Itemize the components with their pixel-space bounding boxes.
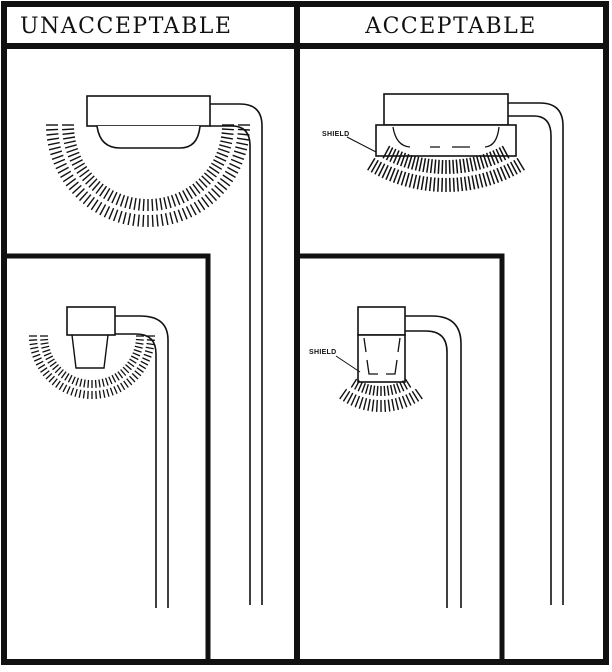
unacceptable-small-fixture <box>29 307 168 608</box>
pole-inner <box>210 126 250 605</box>
acceptable-heading: ACCEPTABLE <box>300 10 602 44</box>
pole-outer <box>508 103 563 605</box>
pole-inner <box>508 116 551 605</box>
lamp-housing <box>358 307 405 335</box>
exposed-lamp-dome <box>97 126 200 148</box>
lamp-housing <box>67 307 115 335</box>
lamp-housing <box>87 96 210 126</box>
exposed-lamp <box>72 335 108 368</box>
lamp-housing <box>384 94 508 125</box>
shield-leader-line <box>347 137 376 152</box>
shield-leader-line <box>336 356 360 372</box>
acceptable-small-fixture <box>336 307 461 608</box>
unacceptable-large-fixture <box>46 96 262 605</box>
unacceptable-heading: UNACCEPTABLE <box>20 10 290 44</box>
pole-outer <box>405 316 461 608</box>
light-rays-downward <box>340 379 423 412</box>
shield-label-small: SHIELD <box>309 349 336 356</box>
pole-outer <box>210 104 262 605</box>
pole-outer <box>115 316 168 608</box>
pole-inner <box>405 331 447 608</box>
shield-label-large: SHIELD <box>322 131 349 138</box>
